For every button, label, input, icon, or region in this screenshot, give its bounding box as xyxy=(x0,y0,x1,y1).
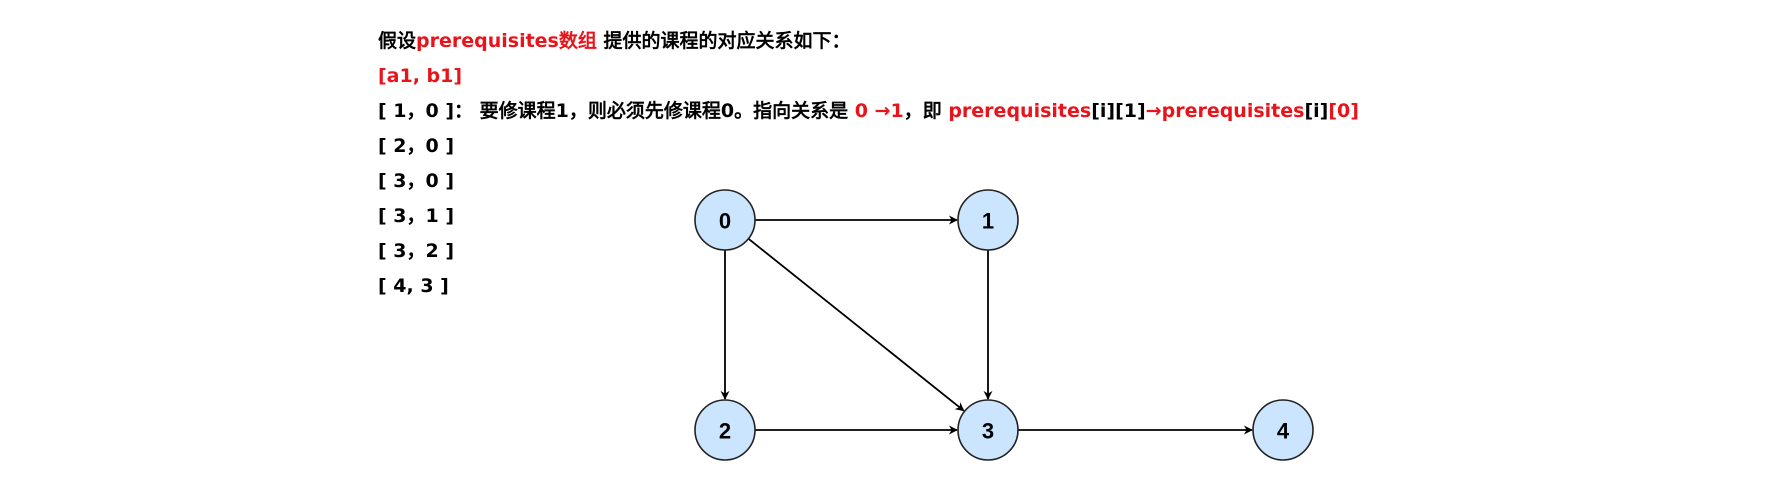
pair-line: [ 2，0 ] xyxy=(378,135,455,157)
node-0: 0 xyxy=(694,189,756,251)
node-circle xyxy=(1252,399,1314,461)
node-label: 3 xyxy=(982,419,994,444)
relation-text: 0 →1 xyxy=(854,100,904,122)
node-circle xyxy=(957,189,1019,251)
node-4: 4 xyxy=(1252,399,1314,461)
prerequisites-text-2: prerequisites xyxy=(1161,100,1305,122)
index-i-2: [i] xyxy=(1304,100,1329,122)
relation-middle: ，即 xyxy=(903,100,949,122)
first-pair-explain: 要修课程1，则必须先修课程0。指向关系是 xyxy=(473,100,855,122)
intro-line: 假设prerequisites数组 提供的课程的对应关系如下： xyxy=(378,29,851,53)
index-0: [0] xyxy=(1328,100,1359,122)
pair-line: [ 4, 3 ] xyxy=(378,275,449,297)
intro-suffix: 提供的课程的对应关系如下： xyxy=(596,30,851,52)
nodes-group: 0 1 2 3 4 xyxy=(694,189,1314,461)
node-label: 2 xyxy=(719,419,731,444)
node-label: 0 xyxy=(719,209,731,234)
format-line: [a1, b1] xyxy=(378,65,463,87)
node-label: 1 xyxy=(982,209,994,234)
edges-group xyxy=(720,215,1253,435)
node-3: 3 xyxy=(957,399,1019,461)
index-i-1: [i] xyxy=(1091,100,1116,122)
first-pair-line: [ 1，0 ]： 要修课程1，则必须先修课程0。指向关系是 0 →1，即 pre… xyxy=(378,99,1359,123)
pair-line: [ 3，0 ] xyxy=(378,170,455,192)
node-label: 4 xyxy=(1277,419,1290,444)
intro-prefix: 假设 xyxy=(378,30,417,52)
node-2: 2 xyxy=(694,399,756,461)
arrow-text: → xyxy=(1145,100,1162,122)
node-circle xyxy=(957,399,1019,461)
index-1: [1] xyxy=(1115,100,1146,122)
node-1: 1 xyxy=(957,189,1019,251)
pair-line: [ 3，1 ] xyxy=(378,205,455,227)
edge-0-to-3 xyxy=(747,238,965,412)
intro-highlight: prerequisites数组 xyxy=(416,30,597,52)
first-pair: [ 1，0 ]： xyxy=(378,100,474,122)
pair-line: [ 3，2 ] xyxy=(378,240,455,262)
node-circle xyxy=(694,399,756,461)
prerequisites-text-1: prerequisites xyxy=(948,100,1092,122)
node-circle xyxy=(694,189,756,251)
